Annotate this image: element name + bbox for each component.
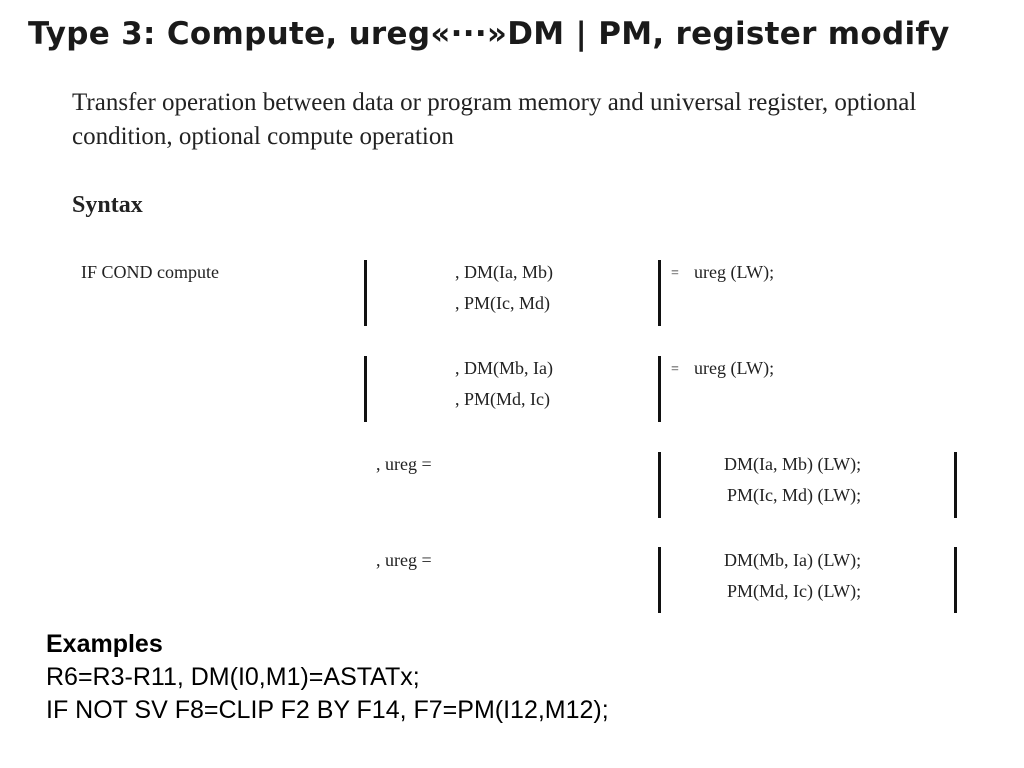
bracket-line <box>364 356 367 422</box>
description-paragraph: Transfer operation between data or progr… <box>72 86 972 154</box>
syntax-row-2-mem1: , DM(Mb, Ia) <box>455 358 553 378</box>
bracket-line <box>364 260 367 326</box>
syntax-row-3-mem2: PM(Ic, Md) (LW); <box>727 485 862 505</box>
syntax-row-2-rhs: ureg (LW); <box>694 358 775 378</box>
syntax-row-1-mem2: , PM(Ic, Md) <box>455 293 550 313</box>
syntax-heading: Syntax <box>72 192 143 218</box>
syntax-row-1-rhs: ureg (LW); <box>694 262 775 282</box>
syntax-row-2-mem2: , PM(Md, Ic) <box>455 389 550 409</box>
bracket-line <box>658 547 661 613</box>
syntax-row-4-mem2: PM(Md, Ic) (LW); <box>727 581 862 601</box>
syntax-row-3-lhs: , ureg = <box>376 454 432 474</box>
page-title: Type 3: Compute, ureg«···»DM | PM, regis… <box>28 16 950 52</box>
examples-heading: Examples <box>46 630 163 658</box>
syntax-row-4-lhs: , ureg = <box>376 550 432 570</box>
bracket-line <box>954 452 957 518</box>
syntax-row-2-eq: = <box>671 362 679 377</box>
syntax-row-1-eq: = <box>671 266 679 281</box>
bracket-line <box>954 547 957 613</box>
syntax-row-4-mem1: DM(Mb, Ia) (LW); <box>724 550 862 570</box>
examples-section: Examples R6=R3-R11, DM(I0,M1)=ASTATx; IF… <box>46 628 609 727</box>
bracket-line <box>658 260 661 326</box>
syntax-row-1-mem1: , DM(Ia, Mb) <box>455 262 553 282</box>
syntax-row-3-mem1: DM(Ia, Mb) (LW); <box>724 454 862 474</box>
bracket-line <box>658 356 661 422</box>
bracket-line <box>658 452 661 518</box>
description-text: Transfer operation between data or progr… <box>72 89 917 150</box>
example-line-1: R6=R3-R11, DM(I0,M1)=ASTATx; <box>46 663 420 691</box>
example-line-2: IF NOT SV F8=CLIP F2 BY F14, F7=PM(I12,M… <box>46 696 609 724</box>
syntax-prefix: IF COND compute <box>81 262 219 282</box>
